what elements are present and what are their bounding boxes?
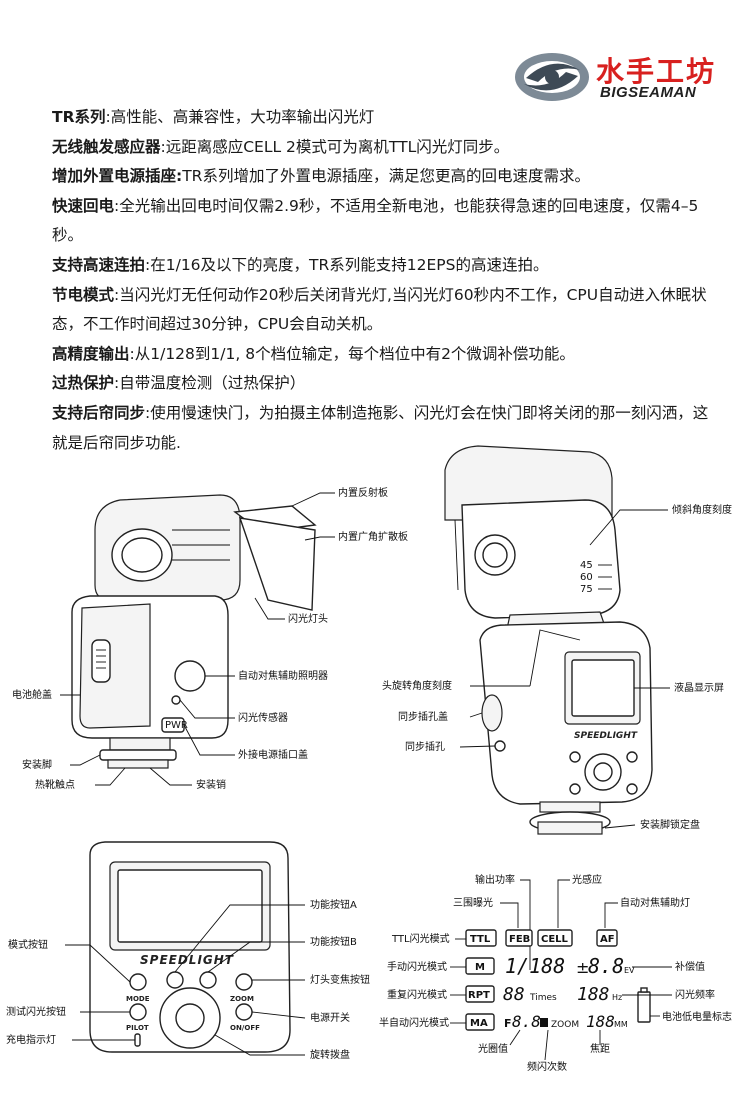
label-sync-cover: 同步插孔盖: [398, 710, 448, 723]
lcd-label-battery: 电池低电量标志: [662, 1010, 732, 1023]
lcd-m-icon: M: [475, 962, 485, 973]
lcd-af-icon: AF: [600, 934, 615, 945]
onoff-label: ON/OFF: [230, 1024, 260, 1032]
label-function-b: 功能按钮B: [310, 935, 357, 948]
lcd-diagram: 输出功率 光感应 三围曝光 自动对焦辅助灯 TTL FEB CELL AF M …: [379, 873, 732, 1073]
function-b-button[interactable]: [199, 971, 217, 989]
feature-item: 过热保护:自带温度检测（过热保护）: [52, 374, 306, 393]
label-flash-head: 闪光灯头: [288, 612, 328, 625]
label-power-switch: 电源开关: [310, 1011, 350, 1024]
lcd-label-semiauto: 半自动闪光模式: [379, 1016, 449, 1029]
lcd-label-output: 输出功率: [475, 873, 515, 886]
lcd-ev-unit: EV: [624, 966, 635, 975]
lcd-feb-icon: FEB: [509, 934, 530, 945]
rear-view-diagram: 45 60 75 SPEEDLIGHT 倾斜角度刻度 头旋转角度刻度 液晶显示屏…: [382, 445, 732, 835]
power-port-mark: PWR: [165, 720, 188, 731]
lcd-times-unit: Times: [529, 993, 557, 1003]
mode-button[interactable]: [129, 973, 147, 991]
lcd-label-strobe-count: 频闪次数: [527, 1060, 567, 1073]
label-af-assist: 自动对焦辅助照明器: [238, 669, 328, 682]
lcd-label-focal: 焦距: [590, 1042, 610, 1055]
zoom-button[interactable]: [235, 973, 253, 991]
lcd-ttl-icon: TTL: [470, 934, 491, 945]
lcd-label-hz: 闪光频率: [675, 988, 715, 1001]
label-rotary-dial: 旋转拨盘: [310, 1048, 350, 1061]
lcd-label-manual: 手动闪光模式: [387, 960, 447, 973]
label-sync-port: 同步插孔: [405, 740, 445, 753]
mode-label: MODE: [126, 995, 150, 1003]
lcd-f-readout: 8.8: [512, 1012, 541, 1031]
side-view-diagram: PWR 内置反射板 内置广角扩散板 闪光灯头 自动对焦辅助照明器 电池舱盖 闪光…: [12, 486, 408, 791]
brand-logo: 水手工坊 BIGSEAMAN: [512, 48, 740, 106]
feature-item: 支持高速连拍:在1/16及以下的亮度，TR系列能支持12EPS的高速连拍。: [52, 255, 549, 274]
lcd-plus-mark: ±: [576, 958, 589, 977]
feature-item: 无线触发感应器:远距离感应CELL 2模式可为离机TTL闪光灯同步。: [52, 137, 510, 156]
battery-low-icon: [637, 991, 651, 1023]
panel-brand: SPEEDLIGHT: [140, 953, 234, 967]
lcd-label-feb: 三围曝光: [453, 896, 493, 909]
lcd-label-ttl: TTL闪光模式: [391, 932, 450, 945]
control-panel-diagram: SPEEDLIGHT MODE ZOOM PILOT ON/OFF 功能按钮A …: [6, 841, 370, 1061]
label-lock-dial: 安装脚锁定盘: [640, 818, 700, 831]
tilt-mark-60: 60: [580, 572, 593, 583]
pilot-button[interactable]: [129, 1003, 147, 1021]
lcd-label-ev: 补偿值: [675, 960, 705, 973]
lcd-mm-unit: MM: [614, 1020, 628, 1029]
feature-item: 增加外置电源插座:TR系列增加了外置电源插座，满足您更高的回电速度需求。: [52, 167, 590, 186]
label-test-flash: 测试闪光按钮: [6, 1005, 66, 1018]
feature-item: 快速回电:全光输出回电时间仅需2.9秒，不适用全新电池，也能获得急速的回电速度，…: [52, 196, 699, 245]
power-switch[interactable]: [235, 1003, 253, 1021]
label-mode-button: 模式按钮: [8, 938, 48, 951]
lcd-label-cell: 光感应: [572, 873, 602, 886]
charge-indicator: [134, 1033, 141, 1047]
label-mount-foot: 安装脚: [22, 758, 52, 771]
label-flash-sensor: 闪光传感器: [238, 711, 288, 724]
lcd-power-readout: 1/188: [505, 954, 565, 978]
lcd-times-readout: 88: [503, 984, 525, 1005]
lcd-cell-icon: CELL: [541, 934, 569, 945]
lcd-label-aperture: 光圈值: [478, 1042, 508, 1055]
logo-emblem-icon: [515, 53, 589, 101]
lcd-label-af: 自动对焦辅助灯: [620, 896, 690, 909]
label-tilt-scale: 倾斜角度刻度: [672, 503, 732, 516]
lcd-f-label: F: [504, 1017, 512, 1030]
label-rotation-scale: 头旋转角度刻度: [382, 679, 452, 692]
label-power-port-cover: 外接电源插口盖: [238, 748, 308, 761]
pilot-label: PILOT: [126, 1024, 149, 1032]
lcd-hz-readout: 188: [577, 984, 610, 1005]
lcd-zoom-label: ZOOM: [551, 1020, 579, 1030]
feature-item: 高精度输出:从1/128到1/1, 8个档位输定，每个档位中有2个微调补偿功能。: [52, 344, 575, 363]
label-reflector: 内置反射板: [338, 486, 388, 499]
feature-item: 支持后帘同步:使用慢速快门，为拍摄主体制造拖影、闪光灯会在快门即将关闭的那一刻闪…: [52, 403, 709, 452]
feature-item: TR系列:高性能、高兼容性，大功率输出闪光灯: [52, 108, 375, 126]
label-hotshoe-contact: 热靴触点: [35, 778, 75, 791]
label-charge-light: 充电指示灯: [6, 1033, 56, 1046]
brand-name-cn: 水手工坊: [596, 55, 717, 88]
label-mount-pin: 安装销: [196, 778, 226, 791]
feature-item: 节电模式:当闪光灯无任何动作20秒后关闭背光灯,当闪光灯60秒内不工作，CPU自…: [52, 285, 707, 334]
label-diffuser: 内置广角扩散板: [338, 530, 408, 543]
brand-name-en: BIGSEAMAN: [600, 84, 697, 101]
function-a-button[interactable]: [166, 971, 184, 989]
label-zoom-button: 灯头变焦按钮: [310, 973, 370, 986]
label-lcd: 液晶显示屏: [674, 681, 724, 694]
lcd-label-repeat: 重复闪光模式: [387, 988, 447, 1001]
rear-panel-brand: SPEEDLIGHT: [574, 731, 638, 741]
lcd-zoom-readout: 188: [586, 1012, 615, 1031]
tilt-mark-75: 75: [580, 584, 593, 595]
lcd-ev-readout: 8.8: [588, 954, 624, 978]
lcd-ma-icon: MA: [470, 1018, 488, 1029]
tilt-mark-45: 45: [580, 560, 593, 571]
lcd-h-icon: [540, 1018, 548, 1027]
label-battery-cover: 电池舱盖: [12, 688, 52, 701]
lcd-rpt-icon: RPT: [468, 990, 490, 1001]
lcd-hz-unit: Hz: [612, 993, 622, 1002]
zoom-label: ZOOM: [230, 995, 254, 1003]
feature-list: TR系列:高性能、高兼容性，大功率输出闪光灯 无线触发感应器:远距离感应CELL…: [52, 103, 712, 458]
label-function-a: 功能按钮A: [310, 898, 357, 911]
